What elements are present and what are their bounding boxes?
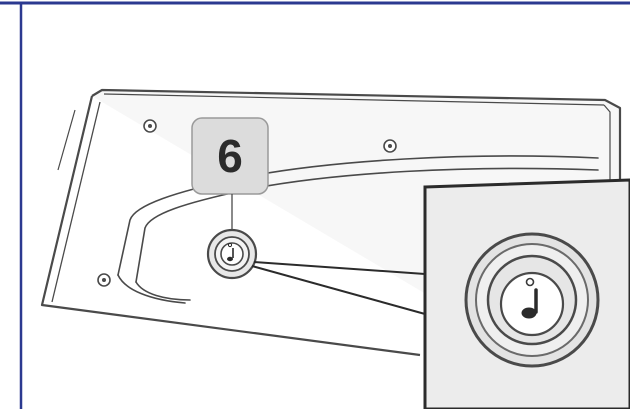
speaker-jack [206,228,258,280]
zoom-connector [251,261,426,315]
zoom-inset [423,178,630,409]
speaker-jack-zoomed [464,232,600,368]
speaker-icon-zoomed [521,277,538,319]
speaker-icon [227,242,234,262]
screw-top-right [383,139,397,153]
callout-badge: 6 [191,117,269,195]
screw-bottom-left [97,273,111,287]
callout-number: 6 [217,130,243,182]
inner-panel [117,155,599,304]
screw-top-left [143,119,157,133]
